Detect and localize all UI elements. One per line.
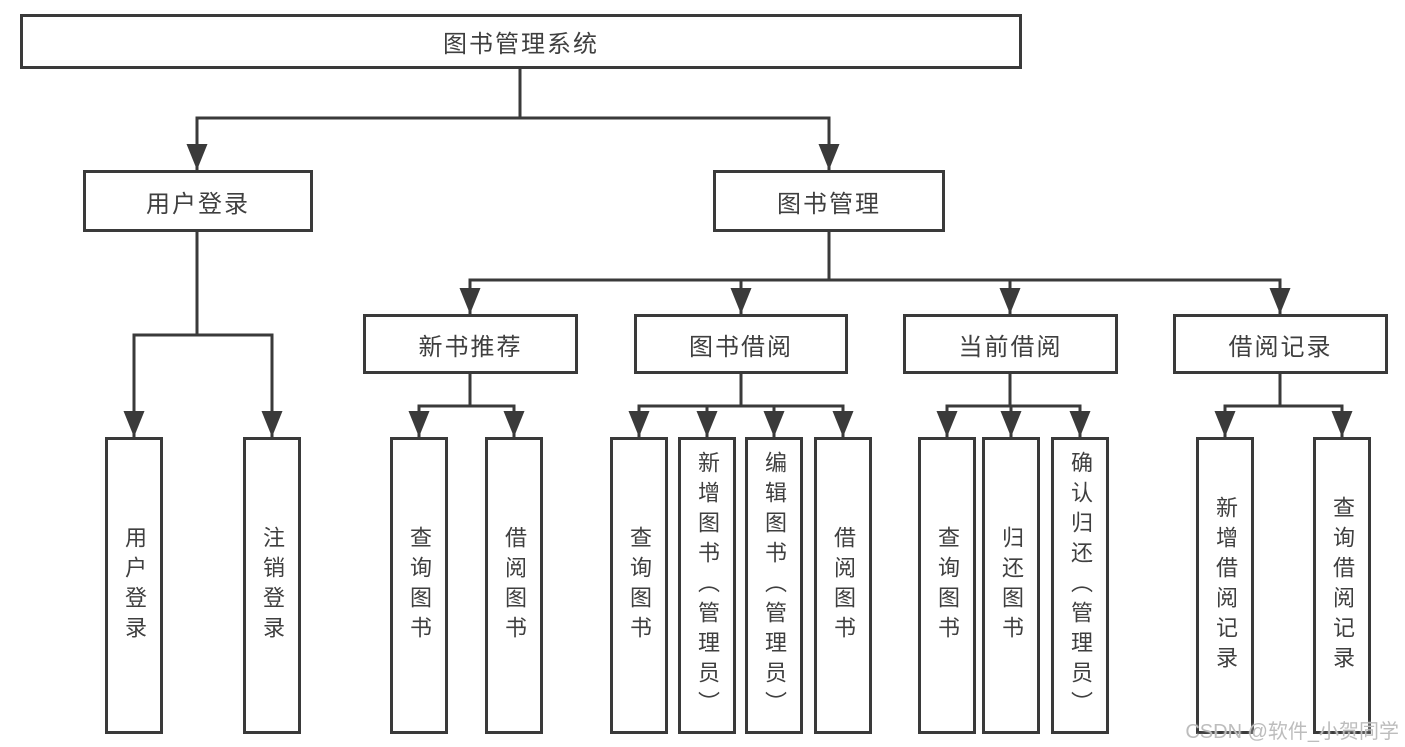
- leaf-add-book-admin: 新增图书（管理员）: [678, 437, 736, 734]
- leaf-label: 注销登录: [260, 525, 285, 646]
- leaf-label: 归还图书: [999, 525, 1024, 646]
- leaf-label: 查询图书: [407, 525, 432, 646]
- node-label: 图书借阅: [689, 333, 793, 361]
- node-label: 借阅记录: [1228, 333, 1333, 361]
- leaf-label: 用户登录: [122, 525, 147, 646]
- leaf-query-books: 查询图书: [918, 437, 976, 734]
- leaf-label: 借阅图书: [831, 525, 856, 646]
- leaf-confirm-return-admin: 确认归还（管理员）: [1051, 437, 1109, 734]
- leaf-user-login: 用户登录: [105, 437, 163, 734]
- csdn-watermark: CSDN @软件_小贺同学: [1185, 721, 1399, 743]
- leaf-label: 查询图书: [627, 525, 652, 646]
- node-book-management: 图书管理: [713, 170, 945, 232]
- leaf-label: 借阅图书: [502, 525, 527, 646]
- node-new-book-recommendation: 新书推荐: [363, 314, 578, 374]
- leaf-label: 新增图书（管理员）: [695, 450, 720, 721]
- node-library-management-system: 图书管理系统: [20, 14, 1022, 69]
- leaf-borrow-books: 借阅图书: [485, 437, 543, 734]
- node-current-borrowing: 当前借阅: [903, 314, 1118, 374]
- node-user-login: 用户登录: [83, 170, 313, 232]
- node-label: 图书管理: [777, 190, 881, 218]
- leaf-label: 查询借阅记录: [1330, 495, 1355, 676]
- leaf-borrow-books: 借阅图书: [814, 437, 872, 734]
- leaf-query-books: 查询图书: [390, 437, 448, 734]
- leaf-edit-book-admin: 编辑图书（管理员）: [745, 437, 803, 734]
- leaf-label: 确认归还（管理员）: [1068, 450, 1093, 721]
- leaf-query-books: 查询图书: [610, 437, 668, 734]
- leaf-query-borrow-record: 查询借阅记录: [1313, 437, 1371, 734]
- node-label: 新书推荐: [418, 333, 523, 361]
- leaf-return-books: 归还图书: [982, 437, 1040, 734]
- node-label: 用户登录: [146, 190, 250, 218]
- node-borrowing-records: 借阅记录: [1173, 314, 1388, 374]
- leaf-label: 查询图书: [935, 525, 960, 646]
- node-book-borrowing: 图书借阅: [634, 314, 848, 374]
- leaf-label: 编辑图书（管理员）: [762, 450, 787, 721]
- leaf-logout: 注销登录: [243, 437, 301, 734]
- node-label: 图书管理系统: [443, 31, 599, 58]
- leaf-add-borrow-record: 新增借阅记录: [1196, 437, 1254, 734]
- leaf-label: 新增借阅记录: [1213, 495, 1238, 676]
- node-label: 当前借阅: [958, 333, 1063, 361]
